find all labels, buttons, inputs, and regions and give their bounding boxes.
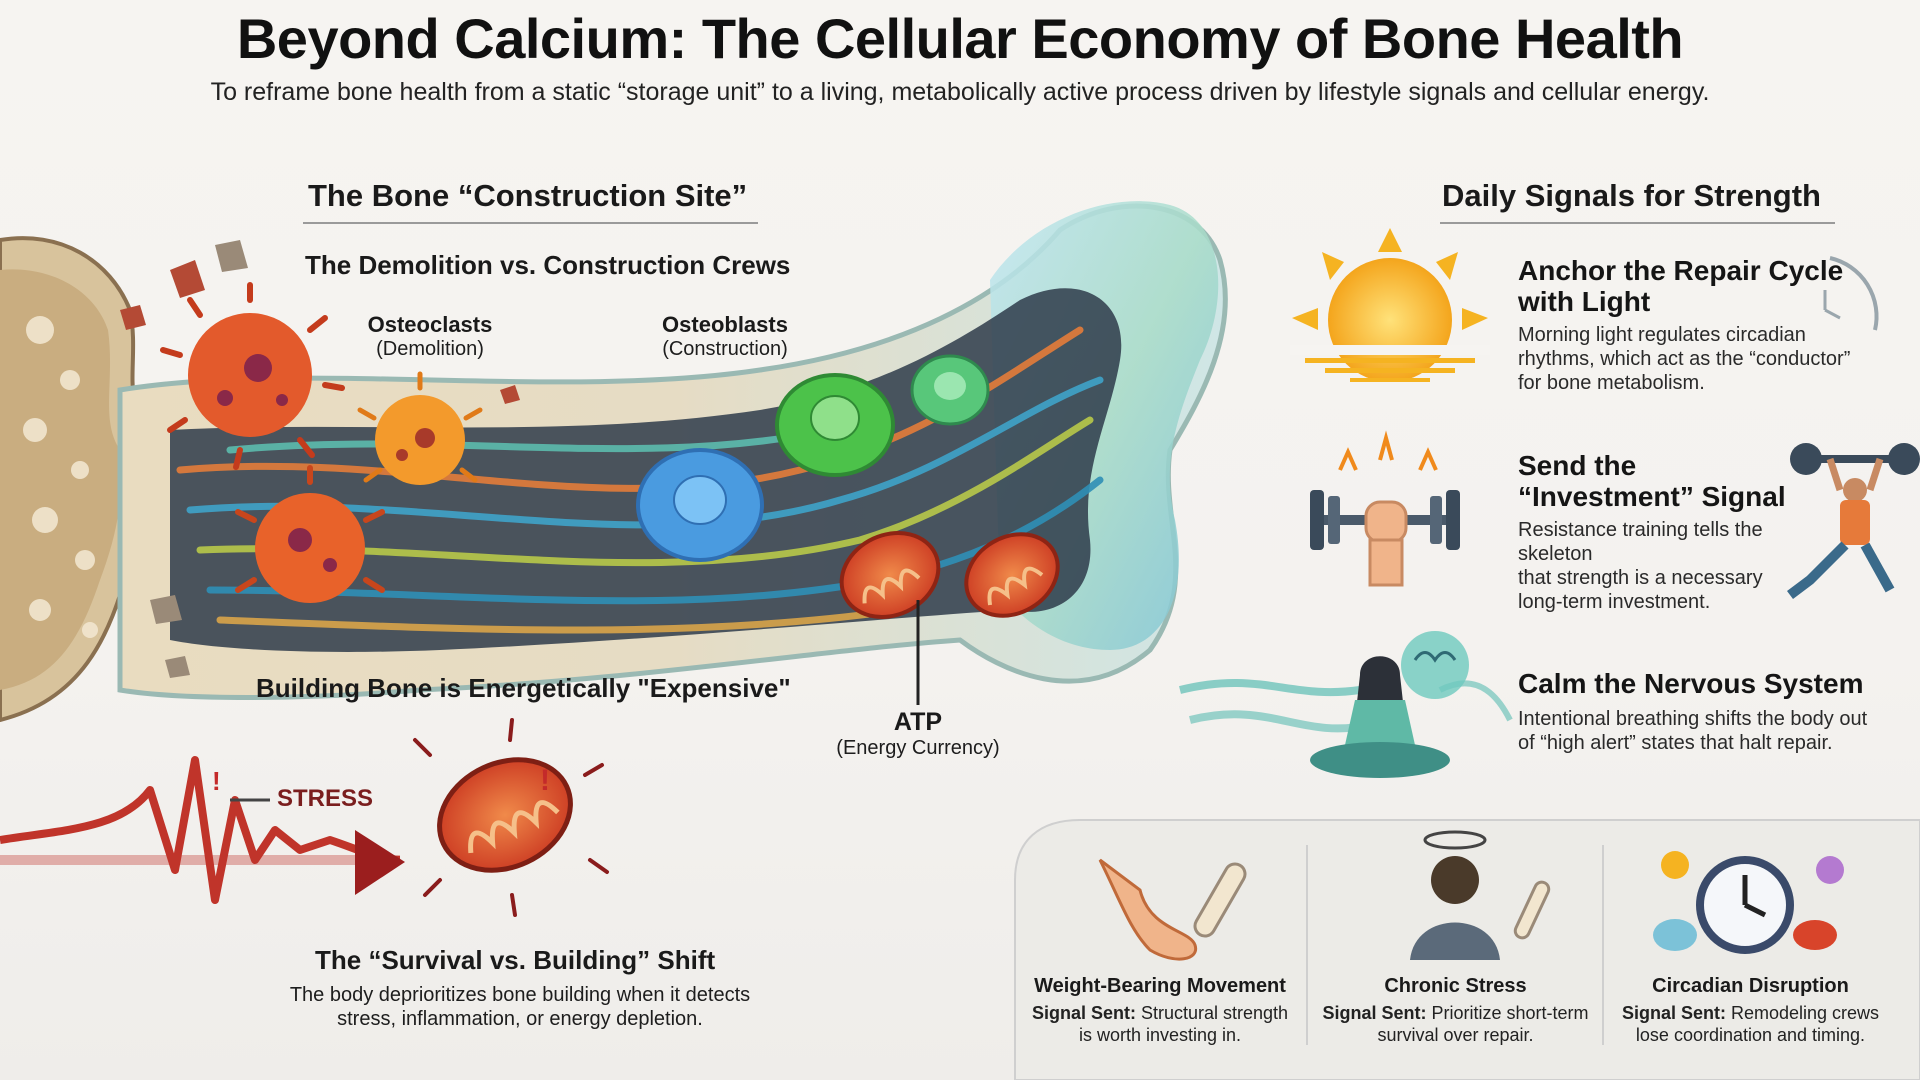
signal-investment: Send the “Investment” Signal Resistance … (1518, 450, 1838, 614)
atp-label-group: ATP (Energy Currency) (818, 708, 1018, 760)
osteoclast-cell (357, 371, 483, 485)
panel-chronic-stress: Chronic Stress Signal Sent: Prioritize s… (1313, 975, 1598, 1046)
clock-icon (1653, 851, 1844, 954)
stress-shift-title: The “Survival vs. Building” Shift (315, 945, 716, 975)
atp-label: ATP (893, 708, 943, 736)
stress-label: STRESS (277, 785, 374, 812)
stress-waveform (0, 756, 405, 904)
panel-circadian: Circadian Disruption Signal Sent: Remode… (1608, 975, 1893, 1046)
svg-text:!: ! (212, 766, 221, 796)
crews-heading: The Demolition vs. Construction Crews (305, 250, 791, 280)
meditation-icon (1179, 631, 1513, 778)
signal-light-title: Anchor the Repair Cycle with Light (1518, 255, 1844, 317)
svg-text:!: ! (540, 764, 550, 797)
dumbbell-icon (1310, 430, 1460, 587)
osteoblast-cell (910, 354, 990, 426)
mitochondrion (964, 532, 1060, 618)
signal-nervous-system: Calm the Nervous System Intentional brea… (1518, 668, 1908, 755)
signal-nervous-body: Intentional breathing shifts the body ou… (1518, 708, 1868, 754)
panel-chronic-stress-body: Signal Sent: Prioritize short-term survi… (1322, 1003, 1589, 1045)
panel-weight-bearing: Weight-Bearing Movement Signal Sent: Str… (1020, 975, 1300, 1046)
atp-role: (Energy Currency) (836, 737, 1000, 759)
page-title: Beyond Calcium: The Cellular Economy of … (236, 7, 1684, 70)
osteoclast-cell (235, 465, 385, 603)
signal-light-body: Morning light regulates circadian rhythm… (1518, 324, 1851, 394)
sun-icon (1290, 228, 1879, 382)
stress-shift-body-line2: stress, inflammation, or energy depletio… (337, 1008, 703, 1030)
osteoblast-cell (636, 448, 764, 562)
panel-chronic-stress-title: Chronic Stress (1384, 975, 1527, 997)
signal-investment-title: Send the “Investment” Signal (1518, 450, 1786, 512)
signal-light: Anchor the Repair Cycle with Light Morni… (1518, 255, 1898, 395)
weightlifter-icon (1787, 443, 1920, 599)
signal-investment-body: Resistance training tells the skeleton t… (1518, 519, 1763, 613)
osteoblasts-label-group: Osteoblasts (Construction) (625, 312, 825, 361)
panel-circadian-body: Signal Sent: Remodeling crews lose coord… (1621, 1003, 1880, 1045)
foot-bone-icon (1098, 858, 1247, 961)
stressed-person-icon (1410, 830, 1551, 960)
mitochondrion (839, 531, 941, 619)
signal-nervous-title: Calm the Nervous System (1518, 668, 1864, 699)
osteoclast-cell (160, 282, 345, 470)
osteoblasts-role: (Construction) (662, 338, 788, 360)
construction-site-heading: The Bone “Construction Site” (308, 178, 748, 213)
osteoclasts-role: (Demolition) (376, 338, 484, 360)
osteoclasts-label-group: Osteoclasts (Demolition) (330, 312, 530, 361)
page-subtitle: To reframe bone health from a static “st… (210, 78, 1710, 106)
expensive-label: Building Bone is Energetically "Expensiv… (256, 673, 791, 703)
panel-weight-bearing-title: Weight-Bearing Movement (1034, 975, 1286, 997)
panel-circadian-title: Circadian Disruption (1652, 975, 1849, 997)
daily-signals-heading: Daily Signals for Strength (1442, 178, 1821, 213)
osteoblast-cell (775, 373, 895, 477)
stress-shift-body: The body deprioritizes bone building whe… (200, 983, 840, 1031)
stress-shift-body-line1: The body deprioritizes bone building whe… (289, 984, 751, 1006)
osteoblasts-label: Osteoblasts (662, 312, 788, 337)
osteoclasts-label: Osteoclasts (367, 312, 493, 337)
panel-weight-bearing-body: Signal Sent: Structural strength is wort… (1031, 1003, 1289, 1045)
stressed-mitochondrion: ! ! (212, 718, 609, 917)
